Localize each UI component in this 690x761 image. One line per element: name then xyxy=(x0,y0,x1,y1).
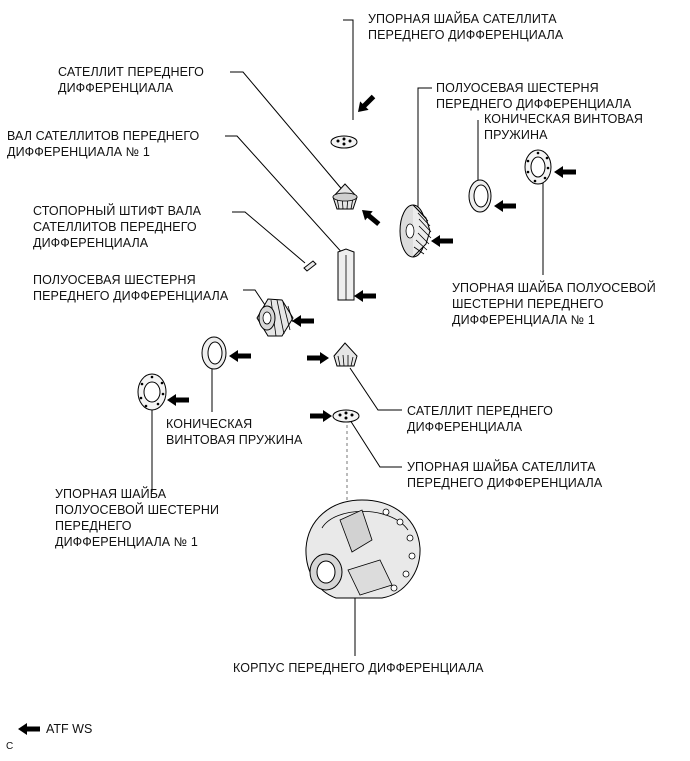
pinion-washer-bottom-part xyxy=(332,409,360,423)
spring-left-part xyxy=(201,336,227,370)
differential-case-part xyxy=(305,499,421,599)
lube-arrow-icon xyxy=(494,200,516,212)
lube-arrow-icon xyxy=(354,290,376,302)
leader-side-gear-left xyxy=(243,289,266,306)
lube-arrow-icon xyxy=(431,235,453,247)
spring-right-part xyxy=(468,179,492,213)
legend-arrow-icon xyxy=(18,723,40,735)
leader-lock-pin xyxy=(232,211,306,264)
lube-arrow-icon xyxy=(353,92,378,117)
leader-pinion-shaft xyxy=(225,135,346,257)
leader-lines xyxy=(151,19,544,656)
lube-arrow-icon xyxy=(307,352,329,364)
leader-pinion-washer-top xyxy=(343,19,354,120)
leader-pinion-washer-bottom xyxy=(349,419,402,468)
side-washer-right-part xyxy=(524,149,552,185)
pinion-washer-top-part xyxy=(330,135,358,149)
figure-code: C xyxy=(6,741,14,752)
label-case: КОРПУС ПЕРЕДНЕГО ДИФФЕРЕНЦИАЛА xyxy=(233,661,484,675)
side-gear-right-part xyxy=(399,204,432,258)
lube-arrow-icon xyxy=(554,166,576,178)
legend-label: ATF WS xyxy=(46,722,93,736)
leader-pinion-top xyxy=(230,71,346,194)
side-gear-left-part xyxy=(256,298,294,337)
pinion-top-part xyxy=(332,183,358,210)
lube-arrow-icon xyxy=(229,350,251,362)
lube-arrow-icon xyxy=(358,205,383,229)
lock-pin-part xyxy=(303,260,317,272)
side-washer-left-part xyxy=(137,373,167,411)
pinion-bottom-part xyxy=(333,342,358,367)
lube-arrow-icon xyxy=(167,394,189,406)
lube-arrow-icon xyxy=(292,315,314,327)
pinion-shaft-part xyxy=(337,248,355,301)
leader-side-gear-right xyxy=(417,87,432,224)
lube-arrow-icon xyxy=(310,410,332,422)
leader-pinion-bottom xyxy=(349,367,402,411)
